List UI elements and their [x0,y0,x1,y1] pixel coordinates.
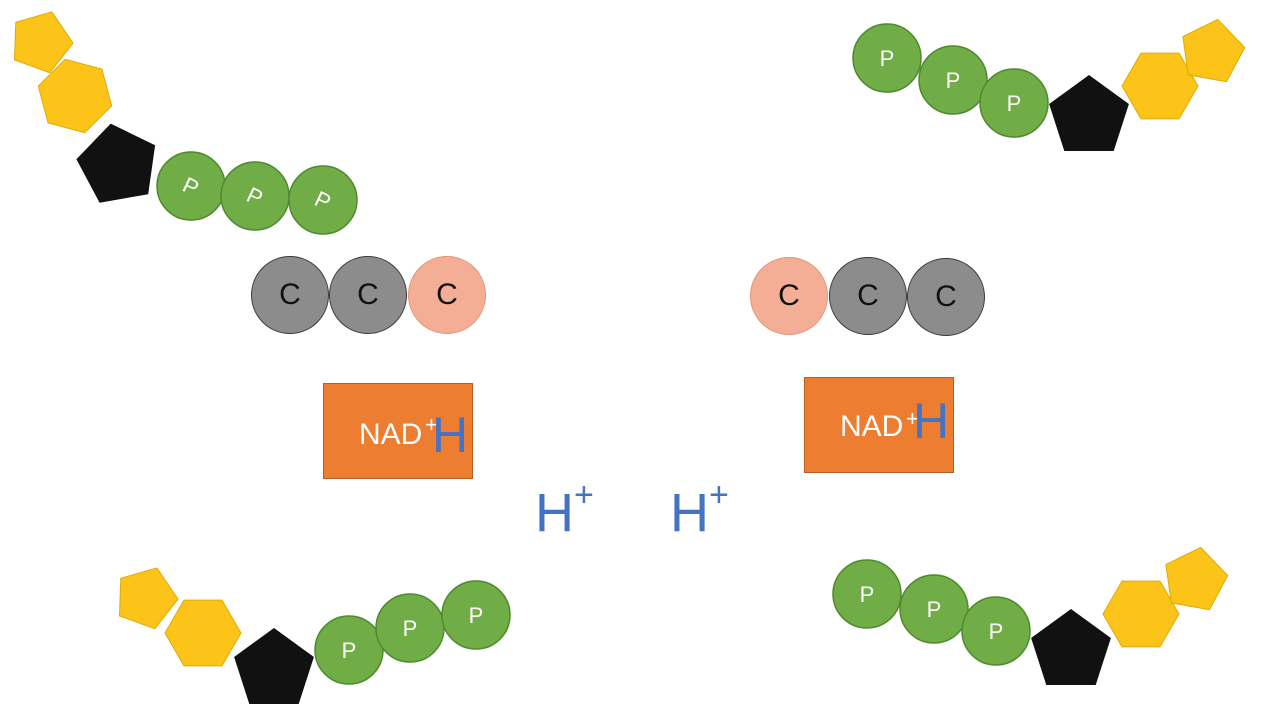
carbon-label: C [357,278,379,311]
adenine-pentagon-ring [118,567,179,630]
phosphate-group [288,165,358,235]
nad-box-right: NAD + H [804,377,954,473]
proton-right: H+ [670,478,729,543]
carbon-atom-highlighted: C [750,257,828,335]
nad-box-left: NAD + H [323,383,473,479]
phosphate-group [899,574,969,644]
phosphate-group [852,23,922,93]
proton-charge: + [574,476,594,514]
adenine-hexagon-ring [1121,52,1199,120]
carbon-label: C [279,278,301,311]
phosphate-group [314,615,384,685]
nad-plus: + [425,412,438,437]
carbon-atom: C [907,258,985,336]
adenine-hexagon-ring [164,599,242,667]
proton-symbol: H [670,483,709,543]
adenine-hexagon-ring [1102,580,1180,648]
phosphate-group [961,596,1031,666]
phosphate-label: P [989,619,1004,644]
ribose-pentagon [234,628,314,704]
carbon-atom: C [329,256,407,334]
phosphate-group [832,559,902,629]
carbon-label: C [778,279,800,312]
phosphate-label: P [403,616,418,641]
ribose-pentagon [76,123,156,203]
adenine-pentagon-ring [13,11,74,74]
ribose-pentagon [1031,609,1111,685]
carbon-atom: C [829,257,907,335]
adenine-pentagon-ring [1182,18,1246,83]
phosphate-label: P [1007,91,1022,116]
ribose-pentagon [1049,75,1129,151]
nad-plus: + [906,406,919,431]
phosphate-group [979,68,1049,138]
carbon-atom: C [251,256,329,334]
phosphate-label: P [927,597,942,622]
phosphate-group [918,45,988,115]
nad-label: NAD [840,410,904,443]
carbon-label: C [857,279,879,312]
phosphate-label: P [880,46,895,71]
hydrogen-atom: H [913,393,950,449]
hydrogen-atom: H [432,407,469,463]
phosphate-label: P [342,638,357,663]
carbon-label: C [935,280,957,313]
phosphate-group [441,580,511,650]
carbon-atom-highlighted: C [408,256,486,334]
proton-charge: + [709,476,729,514]
phosphate-label: P [469,603,484,628]
proton-left: H+ [535,478,594,543]
proton-symbol: H [535,483,574,543]
adenine-hexagon-ring [37,58,113,134]
phosphate-label: P [860,582,875,607]
carbon-label: C [436,278,458,311]
nad-label: NAD [359,418,423,451]
adenine-pentagon-ring [1165,546,1229,611]
phosphate-label: P [946,68,961,93]
